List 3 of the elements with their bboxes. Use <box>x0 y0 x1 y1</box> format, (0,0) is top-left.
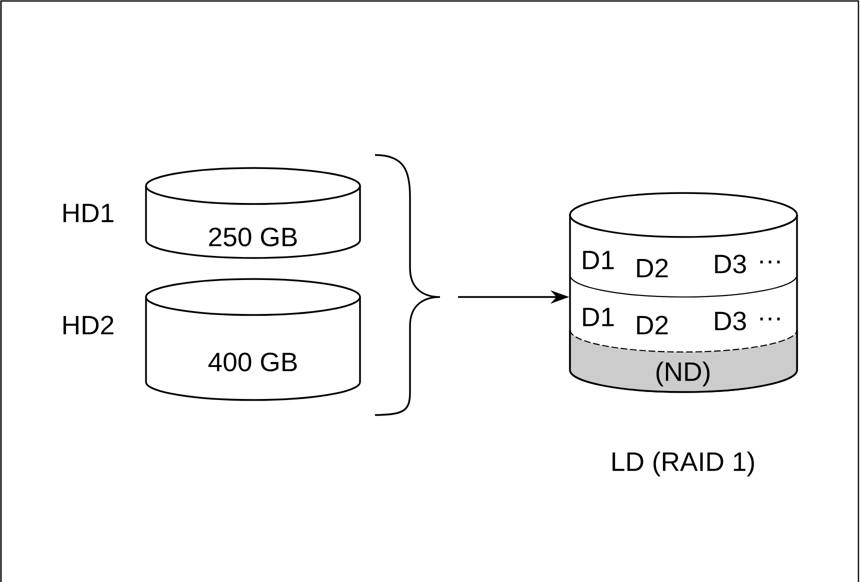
disk-name: HD1 <box>64 204 114 222</box>
disk-name: LD (RAID 1) <box>612 452 754 476</box>
disk-name: HD2 <box>64 316 114 334</box>
